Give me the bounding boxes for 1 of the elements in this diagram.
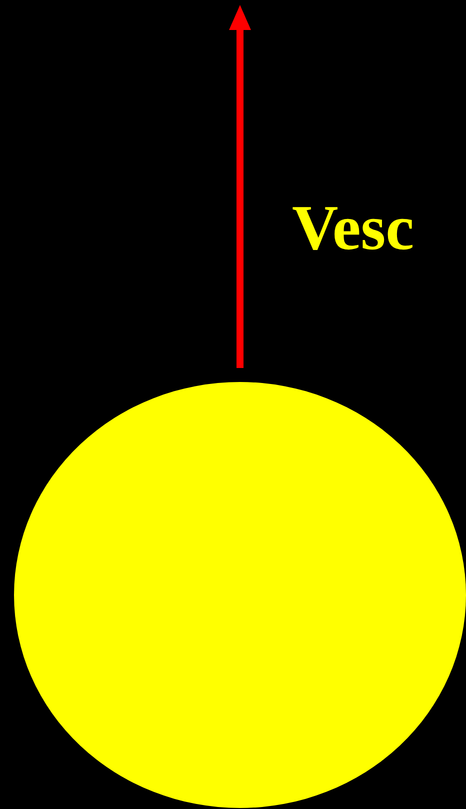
velocity-label: Vesc [292,196,414,260]
